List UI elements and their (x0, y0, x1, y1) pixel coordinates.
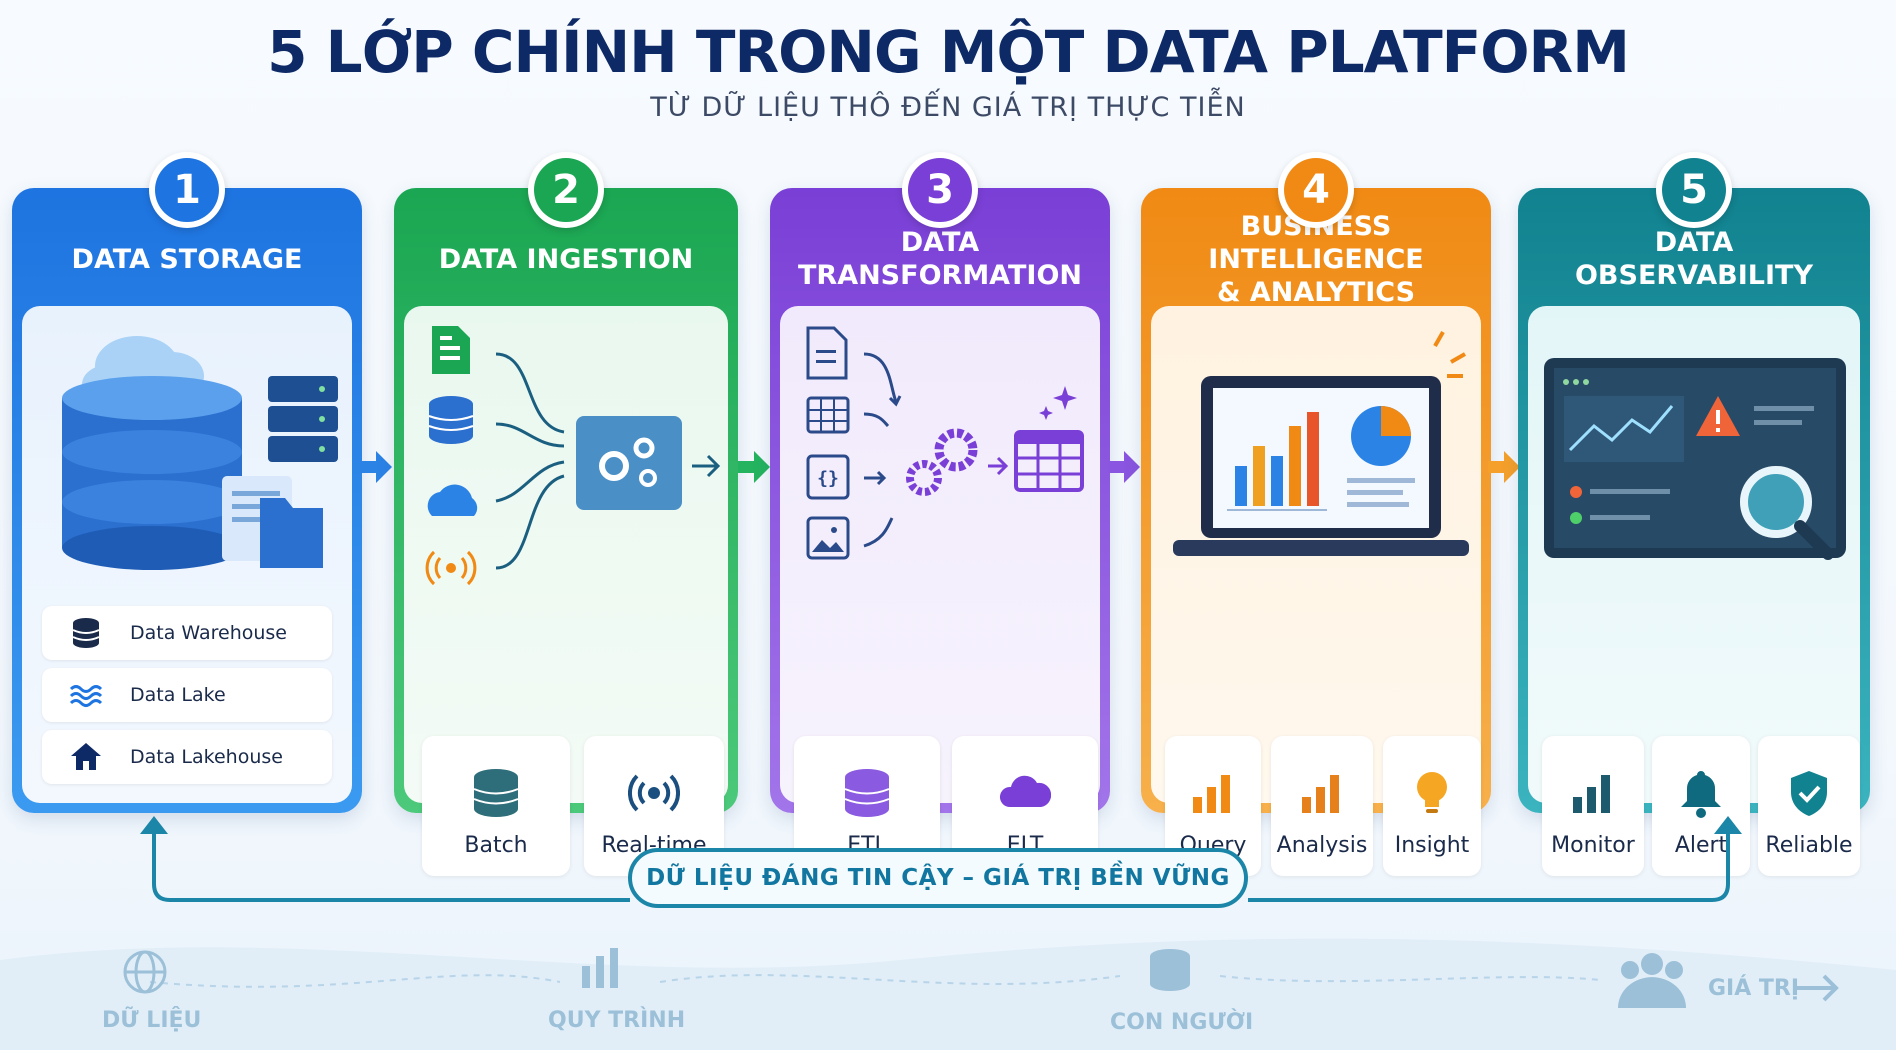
monitoring-dashboard-illustration-icon (1544, 358, 1846, 560)
feedback-loop-connector (140, 816, 1742, 902)
layer-body: Data Warehouse Data Lake Data Lakehouse (22, 306, 352, 803)
cloud-icon (1000, 775, 1051, 807)
layer-number-badge: 3 (902, 152, 978, 228)
tile-batch: Batch (422, 736, 570, 876)
laptop-dashboard-illustration-icon (1173, 331, 1469, 556)
layer-data-ingestion: 2 DATA INGESTION Batch Real-time (394, 152, 738, 876)
layer-body: Monitor Alert Reliable (1528, 306, 1860, 876)
layer-title: DATA INGESTION (438, 243, 694, 275)
page-subtitle: TỪ DỮ LIỆU THÔ ĐẾN GIÁ TRỊ THỰC TIỄN (650, 92, 1246, 123)
tile-alert: Alert (1652, 736, 1750, 876)
list-item-data-warehouse: Data Warehouse (42, 606, 332, 660)
layer-number-badge: 1 (149, 152, 225, 228)
layer-number-badge: 4 (1278, 152, 1354, 228)
bar-chart-icon (1573, 775, 1610, 813)
database-icon (473, 769, 519, 817)
database-illustration-icon (62, 336, 338, 570)
layer-body: Batch Real-time (404, 306, 728, 876)
arrow-right-icon (1488, 451, 1520, 483)
broadcast-icon (628, 774, 680, 812)
database-icon (844, 769, 890, 817)
arrow-right-icon (1108, 451, 1140, 483)
bar-chart-icon (1193, 775, 1230, 813)
footer-label-quy-trinh: QUY TRÌNH (548, 1008, 686, 1033)
tile-insight: Insight (1383, 736, 1481, 876)
layer-number-badge: 2 (528, 152, 604, 228)
waves-icon (69, 685, 103, 707)
tile-monitor: Monitor (1542, 736, 1644, 876)
footer-wave-background (0, 938, 1896, 1050)
lightbulb-icon (1417, 772, 1447, 813)
layer-title: DATA STORAGE (71, 243, 303, 275)
layer-business-intelligence: 4 BUSINESS INTELLIGENCE& ANALYTICS Query… (1141, 152, 1491, 876)
shield-check-icon (1791, 771, 1827, 816)
list-item-data-lakehouse: Data Lakehouse (42, 730, 332, 784)
footer-label-du-lieu: DỮ LIỆU (102, 1008, 202, 1033)
tile-analysis: Analysis (1271, 736, 1373, 876)
bell-icon (1681, 771, 1721, 818)
footer-label-con-nguoi: CON NGƯỜI (1110, 1010, 1254, 1035)
footer-label-gia-tri: GIÁ TRỊ (1708, 976, 1800, 1001)
ingestion-flow-illustration-icon (425, 326, 721, 586)
database-icon (72, 618, 100, 648)
bar-chart-icon (1302, 775, 1339, 813)
loop-label: DỮ LIỆU ĐÁNG TIN CẬY – GIÁ TRỊ BỀN VỮNG (628, 848, 1248, 908)
svg-text:{}: {} (817, 468, 839, 489)
layer-body: {} ETL ELT (780, 306, 1100, 876)
layer-data-storage: 1 DATA STORAGE Data Warehouse Data Lake (12, 152, 362, 813)
transformation-flow-illustration-icon: {} (806, 326, 1084, 560)
arrow-right-icon (360, 451, 392, 483)
layer-number-badge: 5 (1656, 152, 1732, 228)
house-icon (71, 743, 101, 770)
page-title: 5 LỚP CHÍNH TRONG MỘT DATA PLATFORM (267, 18, 1630, 86)
arrow-right-icon (738, 451, 770, 483)
tile-reliable: Reliable (1758, 736, 1860, 876)
list-item-data-lake: Data Lake (42, 668, 332, 722)
layer-body: Query Analysis Insight (1151, 306, 1481, 876)
